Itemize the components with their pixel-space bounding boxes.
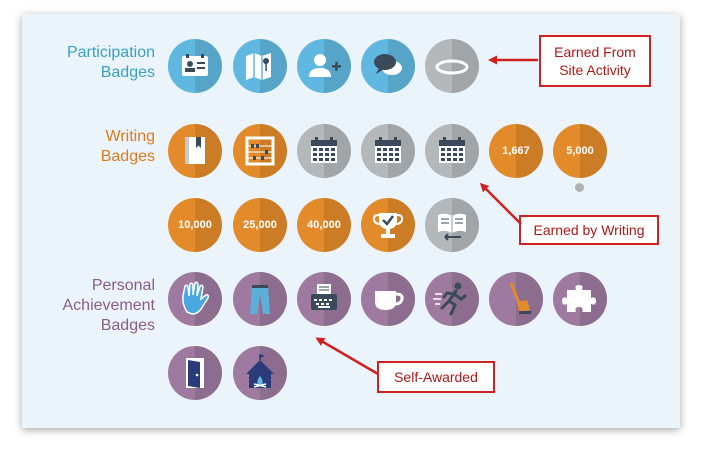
id-card-icon (182, 54, 208, 76)
badge-map[interactable] (233, 39, 287, 93)
badge-5000-words[interactable]: 5,000 (553, 124, 607, 178)
badge-number: 5,000 (566, 145, 594, 157)
badge-runner[interactable] (425, 272, 479, 326)
badge-add-user[interactable] (297, 39, 351, 93)
book-icon (185, 137, 205, 164)
runner-icon (433, 282, 467, 316)
badge-abacus[interactable] (233, 124, 287, 178)
trophy-icon (372, 213, 404, 238)
calendar-icon (375, 137, 401, 163)
badge-number: 1,667 (502, 145, 530, 157)
door-icon (186, 358, 204, 388)
badge-raised-hand[interactable] (168, 272, 222, 326)
calendar-icon (311, 137, 337, 163)
badge-calendar-1[interactable] (297, 124, 351, 178)
badge-number: 10,000 (178, 219, 212, 231)
raised-hand-icon (182, 281, 209, 315)
calendar-icon (439, 137, 465, 163)
puzzle-piece-icon (562, 285, 596, 312)
map-icon (246, 53, 271, 80)
campfire-tent-icon (246, 354, 274, 388)
writing-badges-label: Writing Badges (100, 128, 155, 165)
pagination-dot[interactable] (575, 183, 584, 192)
badge-jeans[interactable] (233, 272, 287, 326)
badge-vacuum[interactable] (489, 272, 543, 326)
badge-puzzle-piece[interactable] (553, 272, 607, 326)
badge-calendar-2[interactable] (361, 124, 415, 178)
badge-campfire-tent[interactable] (233, 346, 287, 400)
abacus-icon (245, 136, 275, 166)
badge-25000-words[interactable]: 25,000 (233, 198, 287, 252)
badge-1667-words[interactable]: 1,667 (489, 124, 543, 178)
badge-id-card[interactable] (168, 39, 222, 93)
open-book-icon (438, 213, 466, 241)
add-user-icon (309, 54, 341, 77)
badge-chat[interactable] (361, 39, 415, 93)
participation-badges-label: Participation Badges (66, 44, 155, 81)
badge-number: 25,000 (243, 219, 277, 231)
coffee-cup-icon (375, 291, 404, 310)
badge-calendar-3[interactable] (425, 124, 479, 178)
typewriter-icon (311, 284, 337, 310)
callout-earned-from-site-activity: Earned From Site Activity (539, 35, 651, 87)
badge-book[interactable] (168, 124, 222, 178)
badge-coffee-cup[interactable] (361, 272, 415, 326)
badge-trophy[interactable] (361, 198, 415, 252)
badge-number: 40,000 (307, 219, 341, 231)
halo-icon (435, 59, 469, 75)
badge-typewriter[interactable] (297, 272, 351, 326)
badge-halo[interactable] (425, 39, 479, 93)
callout-earned-by-writing: Earned by Writing (519, 215, 659, 245)
personal-achievement-badges-label: Personal Achievement Badges (62, 277, 156, 334)
chat-bubbles-icon (374, 54, 402, 75)
badge-door[interactable] (168, 346, 222, 400)
vacuum-icon (509, 282, 531, 314)
badge-10000-words[interactable]: 10,000 (168, 198, 222, 252)
jeans-icon (250, 285, 270, 314)
callout-self-awarded: Self-Awarded (377, 361, 495, 393)
badge-40000-words[interactable]: 40,000 (297, 198, 351, 252)
badge-open-book[interactable] (425, 198, 479, 252)
